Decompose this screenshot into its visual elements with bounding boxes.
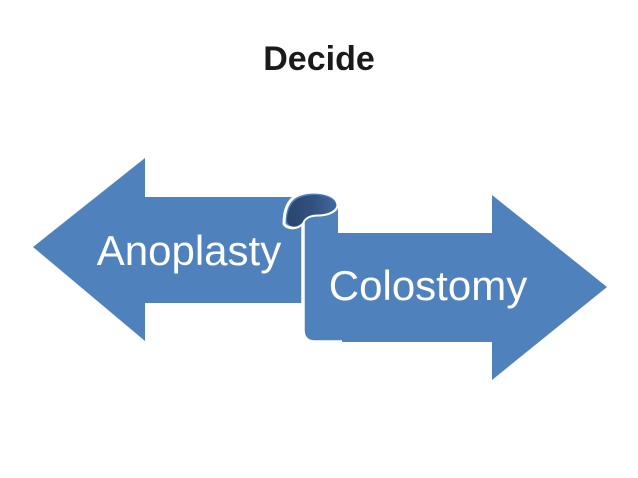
ribbon-strip-edge (301, 212, 342, 344)
right-arrow-label: Colostomy (329, 262, 527, 309)
left-arrow-shape[interactable] (33, 158, 316, 341)
left-arrow-label: Anoplasty (97, 227, 281, 274)
slide-title: Decide (263, 40, 375, 78)
ribbon-curl-shadow (287, 194, 337, 227)
right-arrow-shape[interactable] (303, 195, 607, 380)
